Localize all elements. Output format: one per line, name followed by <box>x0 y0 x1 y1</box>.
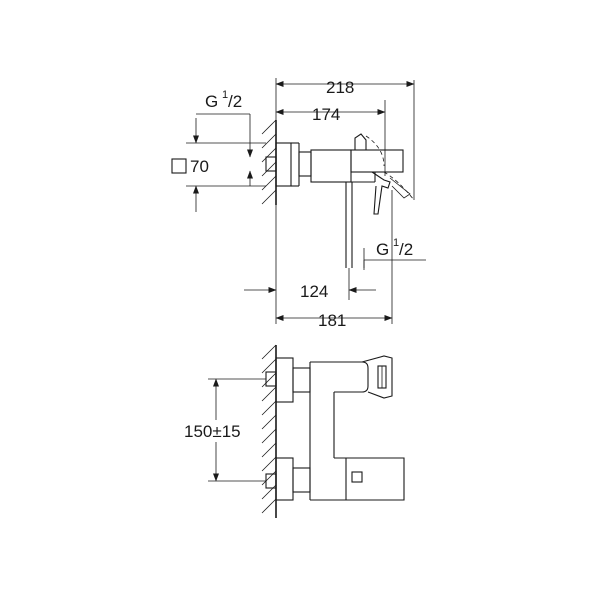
thread-top-sup: 1 <box>222 89 228 101</box>
front-upper-connection <box>265 357 311 403</box>
thread-top-sub: /2 <box>228 92 242 111</box>
front-lower-connection <box>265 457 311 501</box>
top-wall <box>261 119 277 205</box>
top-mixer-body <box>310 133 415 215</box>
dim-218-label: 218 <box>326 78 354 97</box>
thread-bottom-g: G <box>376 240 389 259</box>
dim-150: 150±15 <box>184 378 266 482</box>
front-wall <box>261 344 277 518</box>
escutcheon-label: 70 <box>190 157 209 176</box>
dim-escutcheon: 70 <box>171 118 266 212</box>
front-mixer-body <box>309 355 405 501</box>
top-outlet-pipe <box>345 182 353 268</box>
thread-bottom-sup: 1 <box>393 237 399 249</box>
dim-218: 218 <box>275 78 415 97</box>
dim-thread-bottom: G 1 /2 <box>363 237 413 270</box>
square-symbol-icon <box>171 158 187 174</box>
dim-150-label: 150±15 <box>184 422 241 441</box>
dim-124: 124 <box>244 282 376 301</box>
dim-181: 181 <box>275 311 393 330</box>
thread-top-g: G <box>205 92 218 111</box>
dim-124-label: 124 <box>300 282 328 301</box>
dim-174-label: 174 <box>312 105 340 124</box>
dim-thread-top: G 1 /2 <box>196 89 253 186</box>
top-view: 218 174 G 1 /2 70 G 1 <box>171 78 426 330</box>
dim-181-label: 181 <box>318 311 346 330</box>
thread-bottom-sub: /2 <box>399 240 413 259</box>
front-view: 150±15 <box>184 344 405 518</box>
top-extension-lines <box>275 78 426 324</box>
dim-174: 174 <box>275 105 386 124</box>
